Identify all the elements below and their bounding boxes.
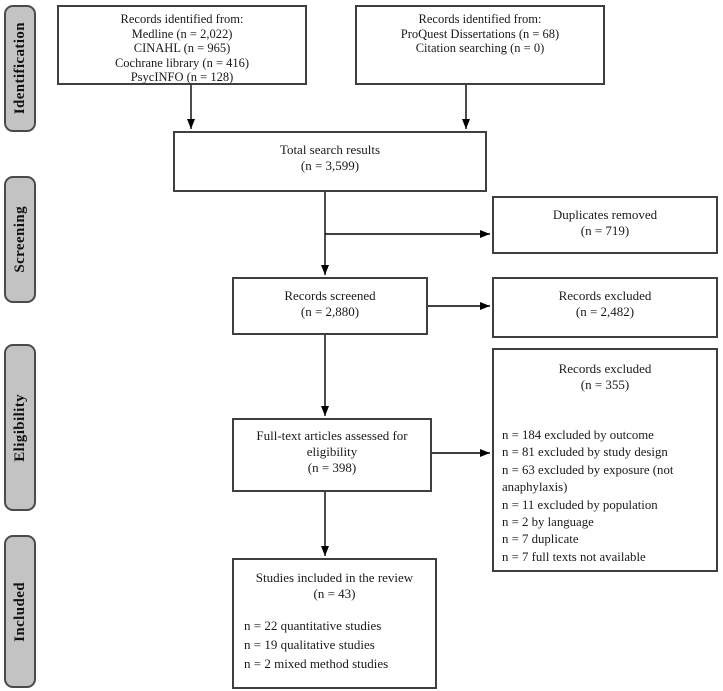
stage-screening: Screening [4,176,36,303]
box-line: Records identified from: [120,12,244,26]
stage-included: Included [4,535,36,688]
box-records-excluded-screening: Records excluded (n = 2,482) [492,277,718,338]
included-breakdown-item: n = 19 qualitative studies [244,637,375,652]
box-records-excluded-eligibility: Records excluded (n = 355) n = 184 exclu… [492,348,718,572]
box-line: (n = 2,880) [300,304,360,319]
box-records-screened: Records screened (n = 2,880) [232,277,428,335]
box-line: Full-text articles assessed for [256,428,408,443]
included-breakdown-item: n = 2 mixed method studies [244,656,389,671]
included-count: (n = 43) [313,586,356,601]
box-line: (n = 719) [580,223,630,238]
included-title: Studies included in the review [255,570,414,585]
stage-identification: Identification [4,5,36,132]
box-line: (n = 3,599) [300,158,360,173]
box-line: PsycINFO (n = 128) [130,70,234,84]
box-line: eligibility [306,444,358,459]
box-line: (n = 2,482) [575,304,635,319]
box-line: CINAHL (n = 965) [133,41,231,55]
box-line: ProQuest Dissertations (n = 68) [400,26,560,41]
box-line: Total search results [279,142,381,157]
excluded-count: (n = 355) [580,377,630,392]
stage-eligibility-label: Eligibility [11,393,28,462]
box-line: Medline (n = 2,022) [131,26,233,41]
box-fulltext-assessed: Full-text articles assessed for eligibil… [232,418,432,492]
excluded-title: Records excluded [558,361,652,376]
exclusion-reason: n = 81 excluded by study design [502,445,668,460]
stage-screening-label: Screening [11,206,28,273]
box-line: (n = 398) [307,460,357,475]
exclusion-reason: n = 184 excluded by outcome [502,428,654,442]
box-studies-included: Studies included in the review (n = 43) … [232,558,437,689]
box-total-search-results: Total search results (n = 3,599) [173,131,487,192]
included-breakdown-item: n = 22 quantitative studies [244,618,382,633]
box-line: Records screened [284,288,376,303]
box-line: Records identified from: [418,12,542,26]
box-records-identified-registers: Records identified from: ProQuest Disser… [355,5,605,85]
box-line: Records excluded [558,288,652,303]
exclusion-reason: n = 2 by language [502,515,594,530]
stage-included-label: Included [11,581,28,642]
exclusion-reason: n = 7 duplicate [502,532,579,547]
box-records-identified-databases: Records identified from: Medline (n = 2,… [57,5,307,85]
exclusion-reason: n = 7 full texts not available [502,549,646,564]
stage-identification-label: Identification [11,22,28,115]
stage-eligibility: Eligibility [4,344,36,511]
box-duplicates-removed: Duplicates removed (n = 719) [492,196,718,254]
exclusion-reason: n = 63 excluded by exposure (not anaphyl… [502,462,674,495]
exclusion-reason: n = 11 excluded by population [502,497,658,512]
box-line: Duplicates removed [552,207,658,222]
box-line: Cochrane library (n = 416) [114,55,250,70]
box-line: Citation searching (n = 0) [415,41,545,55]
